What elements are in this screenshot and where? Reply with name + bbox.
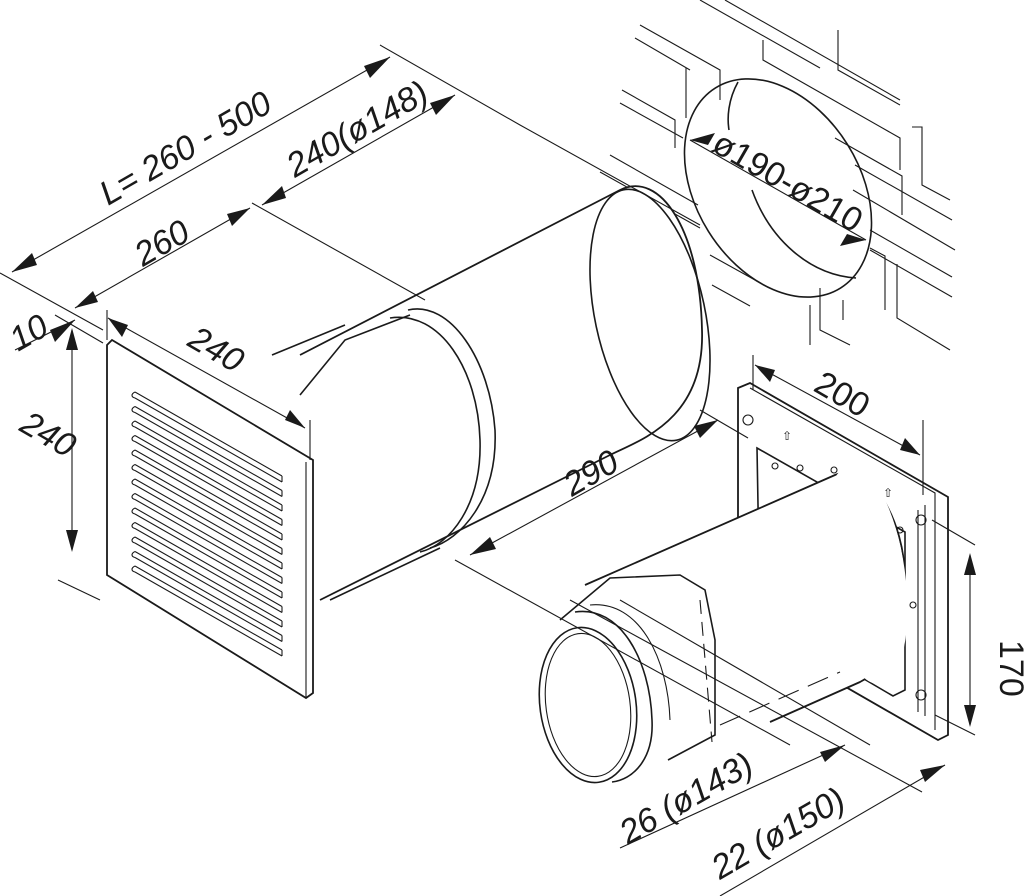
dim-plate-width: 200: [808, 364, 876, 425]
louvre-slat: [131, 507, 283, 599]
dim-total-length: L= 260 - 500: [93, 84, 278, 213]
louvre-slat: [131, 391, 283, 483]
louvre-slat: [131, 449, 283, 541]
louvre-slat: [131, 406, 283, 497]
louvred-grille: [106, 338, 314, 700]
dimension-lines: [0, 44, 976, 896]
svg-text:⇧: ⇧: [782, 429, 792, 443]
dim-duct-base: 260: [127, 213, 196, 275]
telescopic-duct: [271, 185, 711, 601]
dim-grille-depth: 10: [3, 307, 55, 359]
louvre-slat: [131, 435, 283, 526]
core-hole: [683, 78, 873, 298]
louvre-slat: [131, 420, 283, 512]
louvre-slat: [131, 565, 283, 657]
dim-duct-telescopic: 240(ø148): [279, 74, 435, 186]
louvre-slat: [131, 522, 283, 613]
wall-box-duct: [538, 465, 908, 784]
brick-wall: [599, 0, 956, 351]
dim-grille-width: 240: [181, 319, 250, 381]
louvre-slat: [131, 536, 283, 628]
louvre-slat: [131, 551, 283, 642]
louvre-slat: [131, 493, 283, 584]
dimension-arrows: [12, 57, 976, 782]
louvre-slat: [131, 464, 283, 555]
dim-core-hole: ø190-ø210: [706, 124, 869, 240]
dim-plate-height: 170: [992, 640, 1025, 697]
grille-louvres: [131, 391, 283, 657]
svg-text:⇧: ⇧: [883, 486, 893, 500]
louvre-slat: [131, 478, 283, 570]
